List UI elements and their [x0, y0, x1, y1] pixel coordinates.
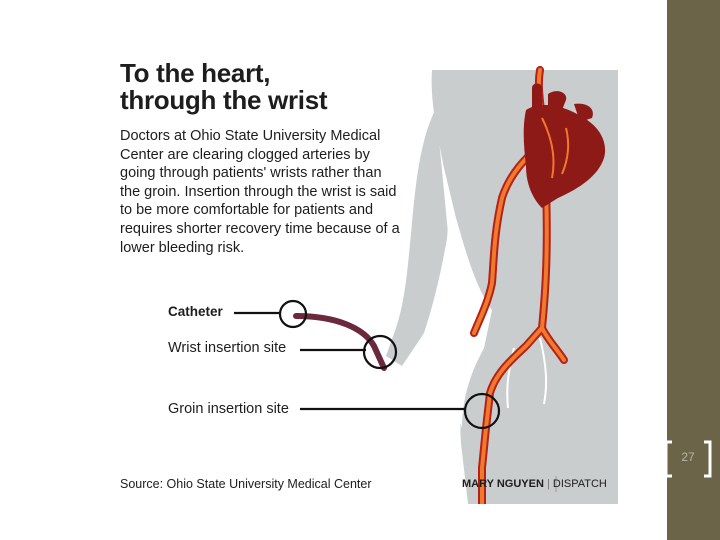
- credit-line: MARY NGUYEN | DISPATCH: [462, 478, 607, 490]
- title-line-1: To the heart,: [120, 60, 327, 87]
- credit-separator: |: [547, 478, 550, 490]
- anatomy-illustration: [96, 48, 618, 504]
- description-text: Doctors at Ohio State University Medical…: [120, 127, 402, 257]
- source-note: Source: Ohio State University Medical Ce…: [120, 477, 372, 491]
- credit-name: MARY NGUYEN: [462, 478, 544, 490]
- catheter-label: Catheter: [168, 304, 223, 319]
- graphic-title: To the heart, through the wrist: [120, 60, 327, 114]
- groin-site-label: Groin insertion site: [168, 401, 289, 417]
- infographic: To the heart, through the wrist Doctors …: [96, 48, 618, 504]
- catheter-line: [296, 316, 384, 368]
- title-line-2: through the wrist: [120, 87, 327, 114]
- credit-outlet: DISPATCH: [553, 478, 607, 490]
- wrist-site-label: Wrist insertion site: [168, 340, 286, 356]
- page-number: 27: [662, 450, 714, 464]
